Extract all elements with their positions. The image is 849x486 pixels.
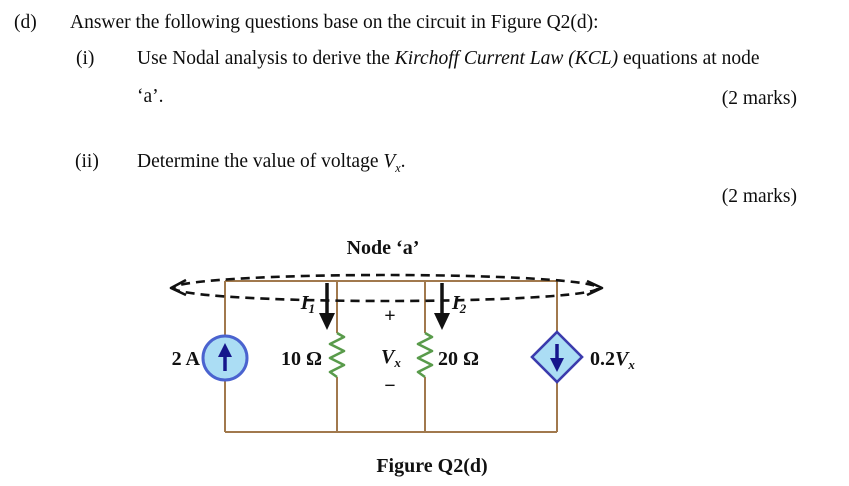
sub-i-text-after: equations at node [618,48,760,69]
resistor-10ohm-label: 10 Ω [281,348,322,370]
sub-ii-text-before: Determine the value of voltage [137,151,384,172]
current-I2-symbol: I [451,292,461,314]
current-I2-sub: 2 [459,301,467,316]
resistors [328,331,434,379]
dependent-source-label: 0.2Vx [590,348,635,372]
circuit-wires [224,280,558,433]
sub-i-italic-phrase: Kirchoff Current Law (KCL) [394,48,619,69]
sub-question-ii-label: (ii) [75,151,99,172]
current-I1-label: I1 [300,292,315,316]
branch-current-arrows [319,283,450,330]
current-I1-arrow-head [319,313,335,330]
node-a-dashed-ellipse [172,273,600,303]
sub-question-i-text: Use Nodal analysis to derive the Kirchof… [137,47,760,70]
question-part-text: Answer the following questions base on t… [70,12,599,33]
current-I2-label: I2 [451,292,467,316]
sub-ii-text-after: . [400,151,406,172]
marks-i: (2 marks) [721,88,797,109]
node-a-right-arrowhead [586,279,604,297]
resistor-20ohm-label: 20 Ω [438,348,479,370]
node-a-label: Node ‘a’ [347,237,420,259]
vx-symbol: V [381,346,396,368]
current-source-arrow-head [218,343,232,357]
dependent-source-sub: x [627,357,635,372]
resistor-10ohm-symbol [328,331,346,379]
current-I1-sub: 1 [309,301,316,316]
marks-ii: (2 marks) [721,186,797,207]
sub-i-text-before: Use Nodal analysis to derive the [137,48,395,69]
vx-sub: x [393,355,401,370]
voltage-symbol: V [383,151,396,172]
dependent-source-arrow-head [550,358,564,372]
node-a-left-arrowhead [169,278,187,297]
sub-question-i-label: (i) [76,48,95,69]
current-source-2A [201,334,249,382]
question-part-label: (d) [14,12,37,33]
current-I1-symbol: I [300,292,310,314]
vx-minus-sign: − [384,375,395,397]
dependent-source-0.2Vx [530,330,584,384]
figure-caption: Figure Q2(d) [376,455,487,477]
node-a-annotation [169,273,604,303]
dependent-source-coeff: 0.2 [590,348,615,370]
source-2A-label: 2 A [172,348,201,370]
resistor-20ohm-symbol [416,331,434,379]
sub-question-i-line2: ‘a’. [137,86,164,107]
vx-plus-sign: + [384,305,395,327]
sub-question-ii-text: Determine the value of voltage Vx. [137,150,406,175]
dependent-source-symbol: V [615,348,630,370]
voltage-symbol-sub: x [395,160,401,175]
vx-label: Vx [381,346,401,370]
current-I2-arrow-head [434,313,450,330]
